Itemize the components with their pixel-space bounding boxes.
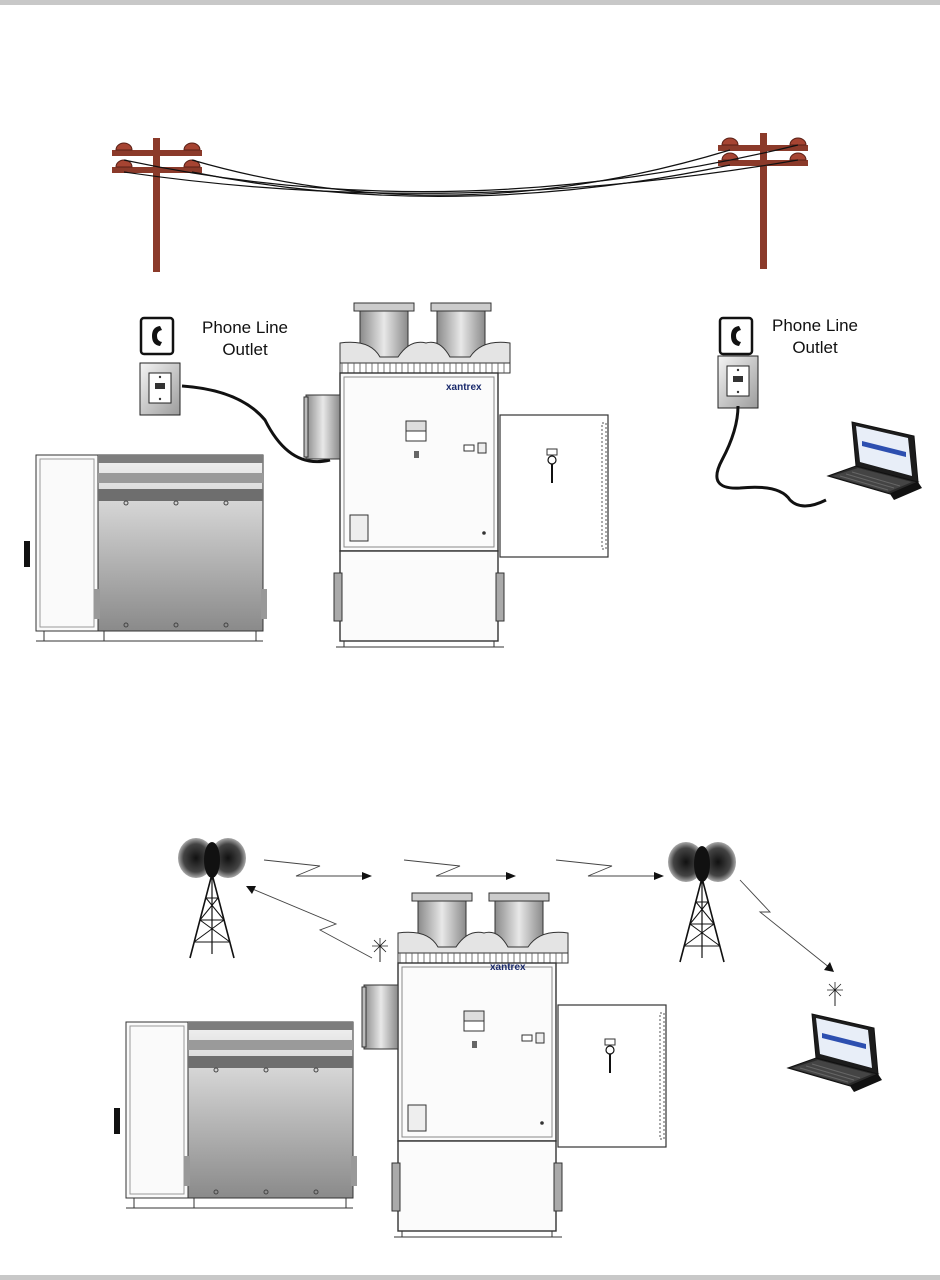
utility-pole-left <box>112 138 202 272</box>
antenna-signal-icon <box>372 938 388 962</box>
outlet-label-left-line2: Outlet <box>222 340 268 359</box>
outlet-label-right-line1: Phone Line <box>772 316 858 335</box>
inverter-unit <box>304 303 608 647</box>
brand-logo: xantrex <box>446 382 482 393</box>
radio-tower-icon <box>178 838 246 958</box>
phone-outlet-icon <box>140 363 180 415</box>
transformer-cabinet <box>24 455 267 641</box>
brand-logo: xantrex <box>490 962 526 973</box>
transformer-cabinet <box>114 1022 357 1208</box>
figure-wireless: xantrex <box>114 838 882 1237</box>
telephone-icon <box>141 318 173 354</box>
inverter-unit <box>362 893 666 1237</box>
laptop-icon <box>828 422 922 500</box>
phone-wire <box>124 160 798 193</box>
radio-tower-icon <box>668 842 736 962</box>
figure-phone-line: Phone Line Outlet xantrex Phone Line Out… <box>24 133 922 647</box>
telephone-icon <box>720 318 752 354</box>
outlet-label-right-line2: Outlet <box>792 338 838 357</box>
outlet-label-left-line1: Phone Line <box>202 318 288 337</box>
phone-cable <box>717 406 826 506</box>
laptop-icon <box>788 1014 882 1092</box>
phone-outlet-icon <box>718 356 758 408</box>
antenna-signal-icon <box>827 982 843 1006</box>
